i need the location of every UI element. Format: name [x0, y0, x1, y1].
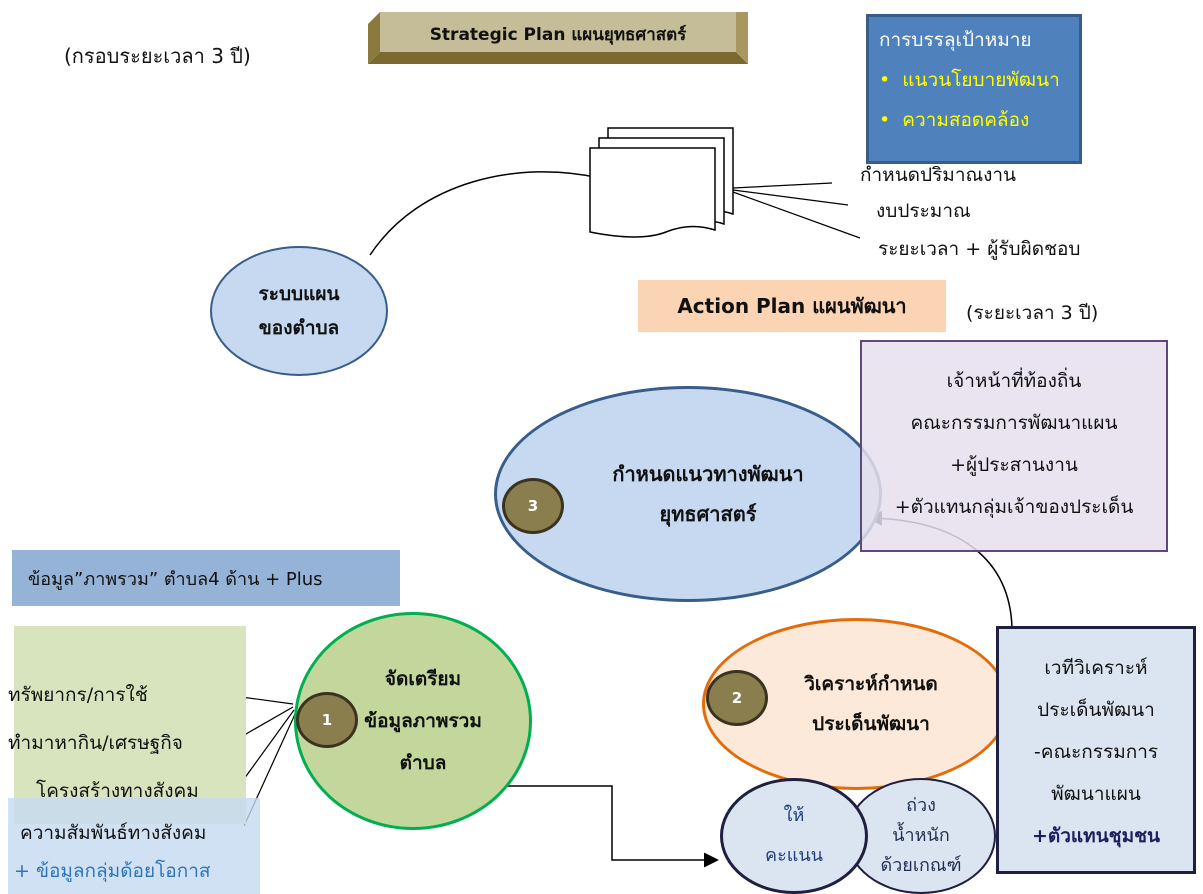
doc-line-2	[732, 189, 849, 206]
score-line-1: ให้	[783, 805, 805, 826]
forum-box: เวทีวิเคราะห์ ประเด็นพัฒนา -คณะกรรมการ พ…	[996, 626, 1196, 874]
step1-line-1: จัดเตรียม	[384, 668, 462, 690]
timeframe-label-top: (กรอบระยะเวลา 3 ปี)	[64, 44, 251, 68]
disadvantaged-data: + ข้อมูลกลุ่มด้อยโอกาส	[14, 860, 211, 882]
staff-line-1: เจ้าหน้าที่ท้องถิ่น	[946, 370, 1082, 392]
doc-label-workload: กำหนดปริมาณงาน	[860, 164, 1017, 186]
forum-line-2: ประเด็นพัฒนา	[1037, 699, 1155, 721]
step2-ellipse: วิเคราะห์กำหนด ประเด็นพัฒนา	[702, 618, 1010, 790]
plan-to-doc-curve	[369, 171, 601, 256]
step3-line-1: กำหนดแนวทางพัฒนา	[612, 462, 804, 486]
staff-box: เจ้าหน้าที่ท้องถิ่น คณะกรรมการพัฒนาแผน +…	[860, 340, 1168, 552]
strategic-plan-label: Strategic Plan แผนยุทธศาสตร์	[429, 25, 687, 45]
strategic-plan-box: Strategic Plan แผนยุทธศาสตร์	[368, 12, 748, 64]
step2-line-1: วิเคราะห์กำหนด	[804, 673, 938, 695]
overview-data-box: ข้อมูล”ภาพรวม” ตำบล4 ด้าน + Plus	[12, 550, 400, 606]
resource-item-3: โครงสร้างทางสังคม	[36, 780, 199, 802]
weight-line-3: ด้วยเกณฑ์	[880, 855, 962, 876]
plan-system-line-1: ระบบแผน	[258, 283, 340, 305]
score-line-2: คะแนน	[765, 845, 823, 866]
goals-item-policy: • แนวนโยบายพัฒนา	[879, 69, 1060, 91]
weight-line-1: ถ่วง	[906, 795, 936, 816]
action-plan-box: Action Plan แผนพัฒนา	[638, 280, 946, 332]
doc-line-3	[732, 191, 861, 239]
forum-line-3: -คณะกรรมการ	[1033, 741, 1159, 763]
doc-label-time-owner: ระยะเวลา + ผู้รับผิดชอบ	[878, 238, 1081, 260]
bullet-icon: •	[879, 69, 903, 91]
plan-system-ellipse: ระบบแผน ของตำบล	[210, 246, 388, 376]
resource-item-2: ทำมาหากิน/เศรษฐกิจ	[8, 732, 183, 754]
weight-line-2: น้ำหนัก	[892, 825, 950, 846]
step2-badge: 2	[706, 670, 768, 726]
score-ellipse: ให้ คะแนน	[720, 778, 868, 894]
staff-line-3: +ผู้ประสานงาน	[950, 454, 1078, 476]
resource-item-4: ความสัมพันธ์ทางสังคม	[20, 822, 207, 844]
relations-box	[8, 798, 260, 894]
resources-box	[14, 626, 246, 824]
resource-item-1: ทรัพยากร/การใช้	[8, 684, 148, 706]
step3-badge: 3	[502, 478, 564, 534]
forum-line-1: เวทีวิเคราะห์	[1044, 657, 1148, 679]
doc-line-1	[732, 182, 833, 189]
documents-icon	[589, 127, 734, 238]
step3-line-2: ยุทธศาสตร์	[659, 502, 757, 526]
goals-box: การบรรลุเป้าหมาย • แนวนโยบายพัฒนา • ความ…	[866, 14, 1082, 164]
forum-line-4: พัฒนาแผน	[1051, 783, 1141, 805]
staff-line-4: +ตัวแทนกลุ่มเจ้าของประเด็น	[894, 496, 1134, 518]
plan-system-line-2: ของตำบล	[258, 317, 340, 339]
step1-line-2: ข้อมูลภาพรวม	[364, 710, 482, 732]
step1-badge: 1	[296, 692, 358, 748]
step1-line-3: ตำบล	[399, 752, 447, 774]
staff-line-2: คณะกรรมการพัฒนาแผน	[910, 412, 1118, 434]
timeframe-label-action: (ระยะเวลา 3 ปี)	[966, 302, 1099, 324]
doc-label-budget: งบประมาณ	[876, 200, 971, 222]
forum-line-5: +ตัวแทนชุมชน	[1032, 825, 1160, 847]
bullet-icon: •	[879, 109, 903, 131]
weight-ellipse: ถ่วง น้ำหนัก ด้วยเกณฑ์	[846, 778, 996, 894]
goals-title: การบรรลุเป้าหมาย	[879, 29, 1032, 51]
goals-item-consistency: • ความสอดคล้อง	[879, 109, 1030, 131]
step1-to-score-arrow	[505, 785, 719, 868]
step2-line-2: ประเด็นพัฒนา	[812, 713, 930, 735]
